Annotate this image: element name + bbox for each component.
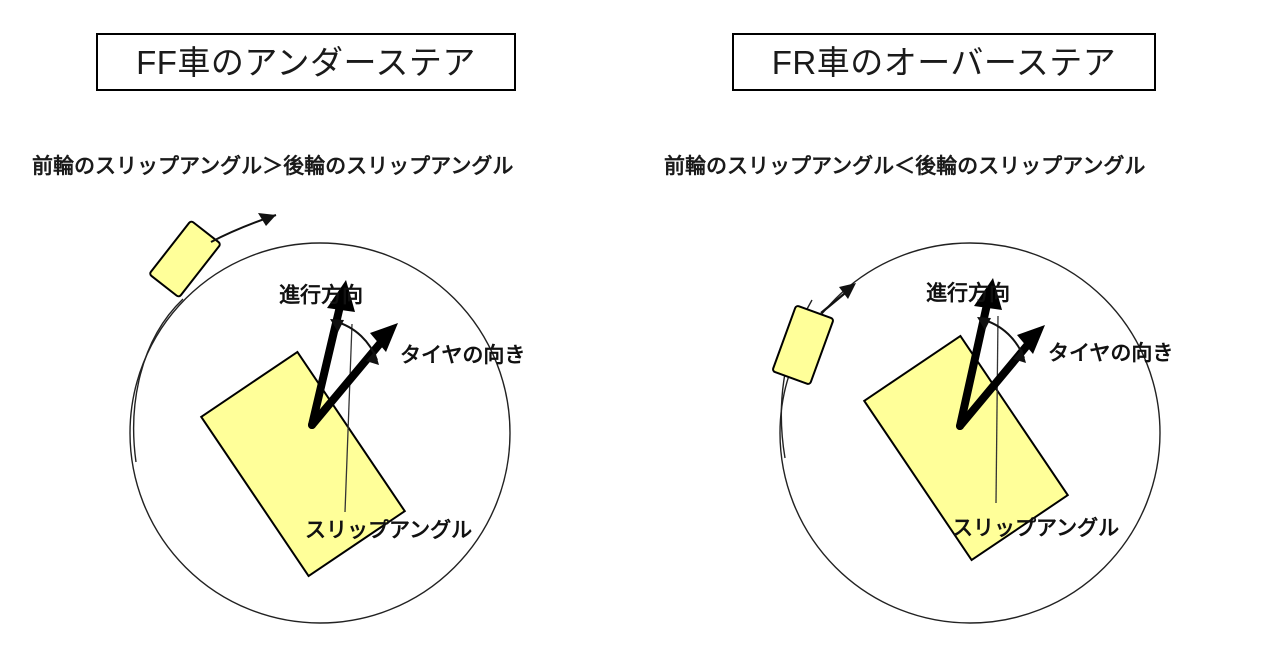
- main-car-body: [862, 334, 1070, 562]
- title-box-fr: FR車のオーバーステア: [732, 33, 1156, 91]
- diagram-ff-understeer: 進行方向 タイヤの向き スリップアングル: [129, 213, 525, 624]
- slip-arc-head-right: [1013, 349, 1026, 363]
- panel-ff-understeer: FF車のアンダーステア 前輪のスリップアングル＞後輪のスリップアングル: [32, 33, 525, 624]
- rear-car-body: [772, 305, 834, 385]
- label-slip-angle: スリップアングル: [952, 516, 1119, 540]
- tire-arrowhead: [1017, 325, 1045, 354]
- slip-arc-head-left: [330, 319, 344, 332]
- trajectory-arc: [133, 298, 184, 463]
- car-axis-reference-line: [344, 323, 353, 513]
- tire-direction-arrow: [308, 323, 398, 429]
- cornering-circle: [129, 242, 511, 624]
- car-axis-reference-line: [995, 315, 999, 504]
- slip-angle-arc: [977, 317, 1026, 363]
- label-heading-direction: 進行方向: [279, 283, 363, 307]
- title-ff: FF車のアンダーステア: [136, 43, 476, 81]
- front-car-marker: [149, 213, 277, 298]
- label-heading-direction: 進行方向: [926, 281, 1010, 305]
- rear-car-arrowhead: [839, 283, 856, 299]
- diagram-fr-oversteer: 進行方向 タイヤの向き スリップアングル: [772, 242, 1173, 624]
- title-fr: FR車のオーバーステア: [771, 43, 1117, 81]
- heading-arrowhead: [974, 278, 1002, 310]
- slip-arc-head-left: [977, 317, 991, 330]
- front-car-body: [149, 220, 221, 298]
- title-box-ff: FF車のアンダーステア: [96, 33, 516, 91]
- tire-arrowhead: [370, 323, 398, 352]
- cornering-circle: [779, 242, 1161, 624]
- label-tire-direction: タイヤの向き: [400, 343, 525, 367]
- subtitle-fr: 前輪のスリップアングル＜後輪のスリップアングル: [664, 155, 1146, 178]
- slip-arc-head-right: [366, 351, 379, 365]
- slip-angle-arc: [330, 319, 379, 365]
- front-car-arrowhead: [258, 213, 276, 226]
- heading-arrowhead: [327, 280, 355, 312]
- subtitle-ff: 前輪のスリップアングル＞後輪のスリップアングル: [32, 155, 514, 178]
- rear-car-marker: [772, 283, 856, 385]
- label-slip-angle: スリップアングル: [305, 518, 472, 542]
- main-car-body: [199, 350, 407, 578]
- label-tire-direction: タイヤの向き: [1048, 341, 1173, 365]
- panel-fr-oversteer: FR車のオーバーステア 前輪のスリップアングル＜後輪のスリップアングル: [640, 0, 1280, 653]
